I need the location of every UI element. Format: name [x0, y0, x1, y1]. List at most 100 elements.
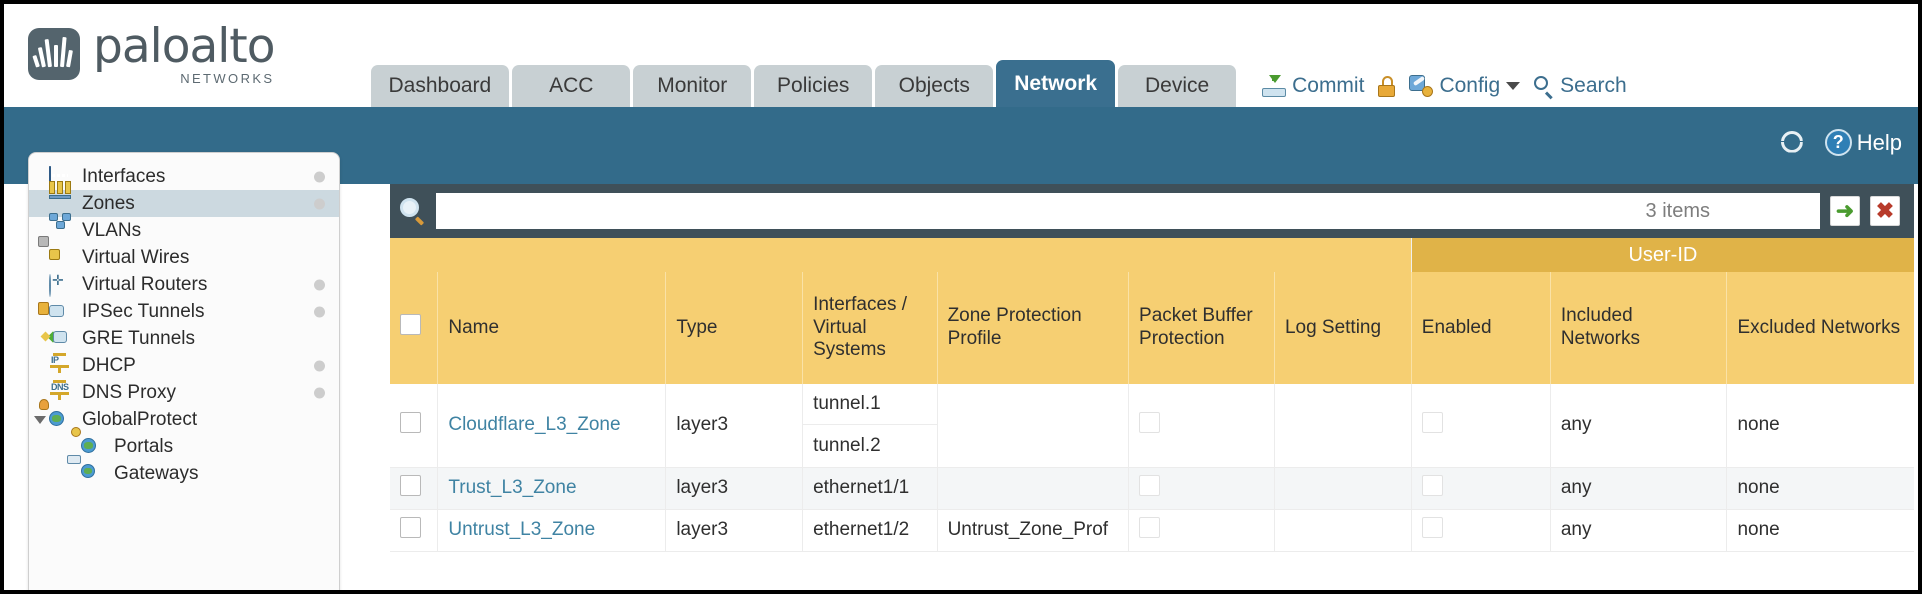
column-header-packet-buffer-protection[interactable]: Packet Buffer Protection	[1128, 272, 1275, 384]
sidebar-item-label: Gateways	[114, 462, 199, 484]
search-icon	[1534, 76, 1554, 99]
tab-device[interactable]: Device	[1118, 65, 1237, 107]
gre-tunnels-icon	[40, 329, 73, 349]
row-checkbox[interactable]	[400, 411, 421, 433]
cell-zone-protection-profile: Untrust_Zone_Prof	[936, 509, 1129, 552]
sidebar-item-virtual-routers[interactable]: Virtual Routers	[29, 271, 339, 298]
cell-zone-protection-profile	[936, 384, 1129, 468]
brand-tagline: NETWORKS	[180, 71, 275, 86]
column-header-enabled[interactable]: Enabled	[1410, 272, 1551, 384]
zone-name-link[interactable]: Untrust_L3_Zone	[448, 519, 596, 540]
sidebar-item-virtual-wires[interactable]: Virtual Wires	[29, 235, 339, 271]
zone-name-link[interactable]: Trust_L3_Zone	[448, 477, 577, 498]
packet-buffer-protection-checkbox[interactable]	[1139, 411, 1161, 433]
cell-userid-enabled	[1410, 467, 1551, 510]
column-header-name[interactable]: Name	[437, 272, 666, 384]
column-header-included-networks[interactable]: Included Networks	[1549, 272, 1727, 384]
sidebar-item-status-dot	[314, 306, 325, 317]
userid-enabled-checkbox[interactable]	[1421, 474, 1443, 496]
cell-type: layer3	[665, 467, 803, 510]
sidebar-item-dhcp[interactable]: IP DHCP	[29, 352, 339, 379]
brand-name: paloalto	[93, 19, 275, 74]
config-icon	[1409, 75, 1434, 97]
ipsec-tunnels-icon	[38, 301, 73, 322]
tab-network[interactable]: Network	[996, 60, 1116, 107]
packet-buffer-protection-checkbox[interactable]	[1139, 474, 1161, 496]
clear-filter-button[interactable]: ✖	[1870, 196, 1900, 226]
userid-enabled-checkbox[interactable]	[1421, 411, 1443, 433]
row-select-cell	[390, 509, 438, 552]
sidebar-item-label: IPSec Tunnels	[82, 300, 205, 322]
portals-icon	[71, 426, 105, 457]
row-checkbox[interactable]	[400, 474, 421, 496]
commit-label: Commit	[1292, 74, 1365, 97]
select-all-checkbox[interactable]	[400, 314, 421, 336]
sidebar-item-status-dot	[314, 198, 325, 209]
sidebar-item-vlans[interactable]: VLANs	[29, 212, 339, 244]
tab-dashboard[interactable]: Dashboard	[370, 65, 510, 107]
dns-proxy-icon: DNS	[49, 379, 73, 403]
sidebar-item-interfaces[interactable]: Interfaces	[29, 163, 339, 190]
globalprotect-icon	[39, 398, 73, 430]
sidebar-item-gre-tunnels[interactable]: GRE Tunnels	[29, 325, 339, 352]
expand-collapse-caret-icon[interactable]	[34, 415, 46, 424]
sidebar-item-gateways[interactable]: Gateways	[29, 454, 339, 487]
sidebar-item-label: GlobalProtect	[82, 408, 198, 430]
virtual-wires-icon	[38, 235, 73, 268]
column-header-excluded-networks[interactable]: Excluded Networks	[1726, 272, 1914, 384]
interface-list: ethernet1/1	[813, 468, 926, 509]
interfaces-icon	[49, 165, 73, 189]
cell-packet-buffer-protection	[1128, 384, 1275, 468]
cell-excluded-networks: none	[1726, 384, 1914, 468]
search-button[interactable]: Search	[1534, 74, 1627, 99]
row-checkbox[interactable]	[400, 516, 421, 538]
sidebar-item-status-dot	[314, 360, 325, 371]
tab-acc[interactable]: ACC	[512, 65, 631, 107]
interface-list: ethernet1/2	[813, 510, 926, 551]
help-button[interactable]: ? Help	[1824, 129, 1902, 156]
column-header-type[interactable]: Type	[665, 272, 803, 384]
cell-included-networks: any	[1549, 384, 1727, 468]
sidebar-item-label: DHCP	[82, 354, 136, 376]
tab-policies[interactable]: Policies	[754, 65, 873, 107]
gateways-icon	[67, 454, 105, 484]
sidebar-item-portals[interactable]: Portals	[29, 426, 339, 460]
close-icon: ✖	[1875, 198, 1895, 223]
help-label: Help	[1856, 129, 1902, 155]
commit-button[interactable]: Commit	[1262, 74, 1364, 98]
sidebar-item-ipsec-tunnels[interactable]: IPSec Tunnels	[29, 298, 339, 325]
refresh-icon[interactable]	[1779, 130, 1807, 156]
packet-buffer-protection-checkbox[interactable]	[1139, 516, 1161, 538]
cell-zone-protection-profile	[936, 467, 1129, 510]
column-header-zone-protection-profile[interactable]: Zone Protection Profile	[936, 272, 1129, 384]
config-menu[interactable]: Config	[1409, 74, 1521, 98]
sidebar-item-globalprotect[interactable]: GlobalProtect	[29, 398, 339, 433]
tab-monitor[interactable]: Monitor	[633, 65, 752, 107]
lock-button[interactable]	[1378, 75, 1396, 97]
cell-packet-buffer-protection	[1128, 467, 1275, 510]
zone-name-link[interactable]: Cloudflare_L3_Zone	[448, 414, 621, 436]
userid-enabled-checkbox[interactable]	[1421, 516, 1443, 538]
filter-search-icon[interactable]	[400, 198, 426, 226]
apply-filter-button[interactable]: ➜	[1830, 196, 1860, 226]
dhcp-icon: IP	[49, 352, 73, 376]
cell-packet-buffer-protection	[1128, 509, 1275, 552]
search-input[interactable]	[436, 193, 1820, 229]
column-header-interfaces-virtual-systems[interactable]: Interfaces / Virtual Systems	[802, 272, 938, 384]
column-header-log-setting[interactable]: Log Setting	[1273, 272, 1412, 384]
tab-objects[interactable]: Objects	[875, 65, 994, 107]
sidebar-item-zones[interactable]: Zones	[29, 180, 339, 217]
sidebar-item-label: Virtual Wires	[82, 246, 190, 268]
row-select-cell	[390, 384, 438, 468]
